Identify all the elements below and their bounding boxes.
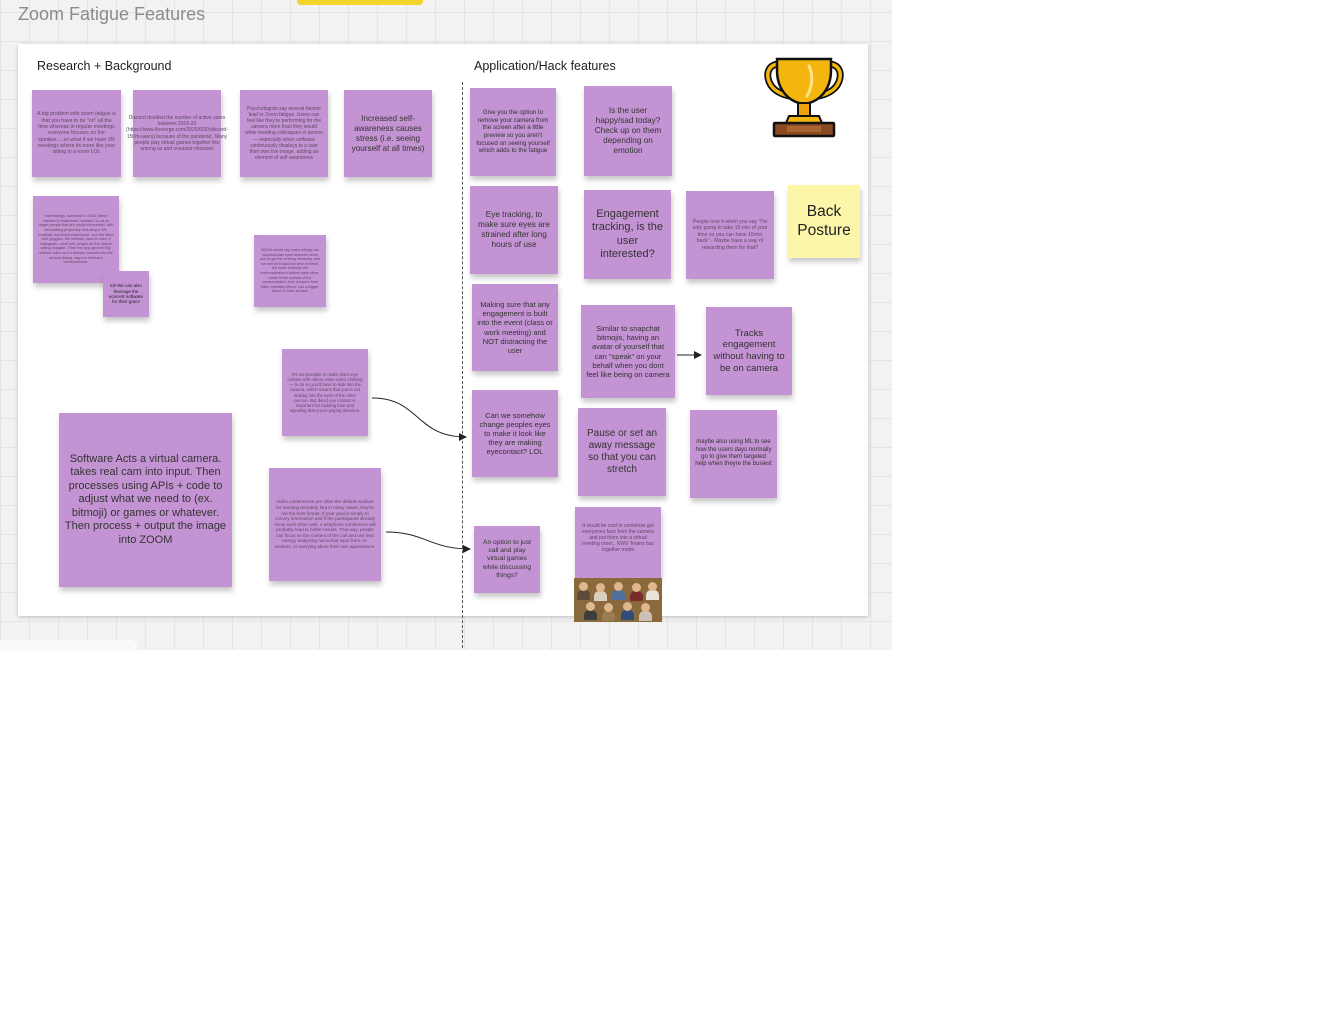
sticky-note[interactable]: Video conferences are often the default … xyxy=(269,468,381,581)
sticky-note[interactable]: Discord doubled the number of active use… xyxy=(126,90,228,177)
sticky-note[interactable]: Is the user happy/sad today? Check up on… xyxy=(584,86,672,176)
sticky-note[interactable]: Eye tracking, to make sure eyes are stra… xyxy=(470,186,558,274)
sticky-note[interactable]: Pause or set an away message so that you… xyxy=(578,408,666,496)
sticky-note[interactable]: A big problem with zoom fatigue is that … xyxy=(32,90,121,177)
whiteboard-canvas[interactable]: Zoom Fatigue Features Research + Backgro… xyxy=(0,0,892,652)
sticky-note[interactable]: Tracks engagement without having to be o… xyxy=(706,307,792,395)
sticky-note[interactable]: Software Acts a virtual camera. takes re… xyxy=(59,413,232,587)
section-label-research: Research + Background xyxy=(37,59,172,73)
sticky-note[interactable]: WOHA would say, make beings can communic… xyxy=(254,235,326,307)
sticky-note[interactable]: An option to just call and play virtual … xyxy=(474,526,540,593)
sticky-note[interactable]: Increased self-awareness causes stress (… xyxy=(344,90,432,177)
section-label-application: Application/Hack features xyxy=(474,59,616,73)
sticky-note[interactable]: Similar to snapchat bitmojis, having an … xyxy=(581,305,675,398)
sticky-note[interactable]: Give you the option to remove your camer… xyxy=(470,88,556,176)
board-title[interactable]: Zoom Fatigue Features xyxy=(18,4,206,24)
sticky-note-yellow[interactable]: Back Posture xyxy=(788,185,860,258)
sticky-note[interactable]: People love it when you say "I'm only go… xyxy=(686,191,774,279)
sticky-note[interactable]: Can we somehow change peoples eyes to ma… xyxy=(472,390,558,477)
sticky-note[interactable]: maybe also using ML to see how the users… xyxy=(690,410,777,498)
sticky-note[interactable]: Interestingly, launched in 2018, Mmm wan… xyxy=(33,196,119,283)
bottom-panel-tab[interactable] xyxy=(0,640,137,652)
section-divider xyxy=(462,82,463,648)
sticky-note[interactable]: It would be cool to somehow get everyone… xyxy=(575,507,661,579)
team-photo[interactable] xyxy=(574,578,662,622)
sticky-note[interactable]: Psychologists say several factors lead t… xyxy=(240,90,328,177)
sticky-note[interactable]: Engagement tracking, is the user interes… xyxy=(584,190,671,279)
sticky-note[interactable]: lol! We can also leverage the ecosAR sof… xyxy=(103,271,149,317)
yellow-tab[interactable] xyxy=(297,0,423,5)
trophy-icon[interactable] xyxy=(764,56,844,140)
sticky-note[interactable]: It's not possible to make direct eye con… xyxy=(282,349,368,436)
sticky-note[interactable]: Making sure that any engagement is built… xyxy=(472,284,558,371)
